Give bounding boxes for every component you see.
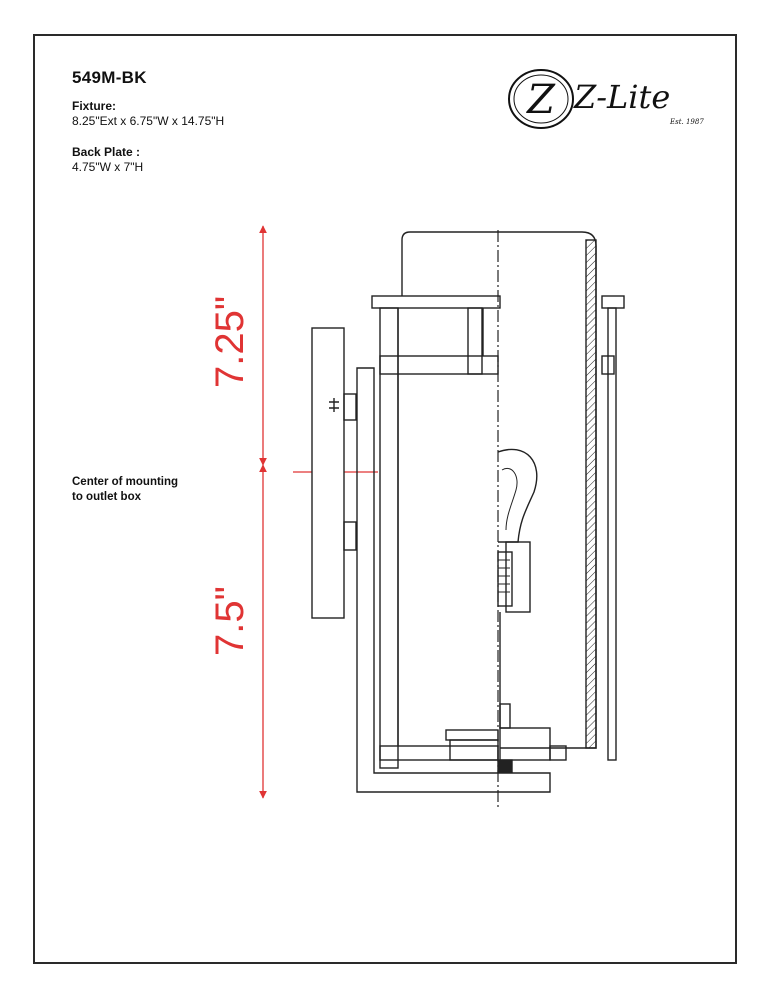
fixture-label: Fixture: (72, 99, 117, 113)
mounting-center-note-line1: Center of mounting (72, 476, 179, 488)
model-number: 549M-BK (72, 68, 147, 87)
z-lite-logo-icon: Z (508, 69, 574, 129)
brand-established: Est. 1987 (670, 118, 704, 126)
lower-dimension-label: 7.5" (208, 586, 252, 656)
upper-dimension-label: 7.25" (208, 296, 252, 388)
mounting-center-note-line2: to outlet box (72, 491, 141, 503)
fixture-outline (311, 230, 625, 808)
back-plate-label: Back Plate : (72, 145, 141, 159)
logo-letter: Z (525, 77, 556, 123)
brand-name: Z-Lite (574, 78, 671, 116)
back-plate-dimensions: 4.75"W x 7"H (72, 160, 144, 174)
page-border (33, 34, 737, 964)
fixture-dimensions: 8.25"Ext x 6.75"W x 14.75"H (72, 114, 225, 128)
